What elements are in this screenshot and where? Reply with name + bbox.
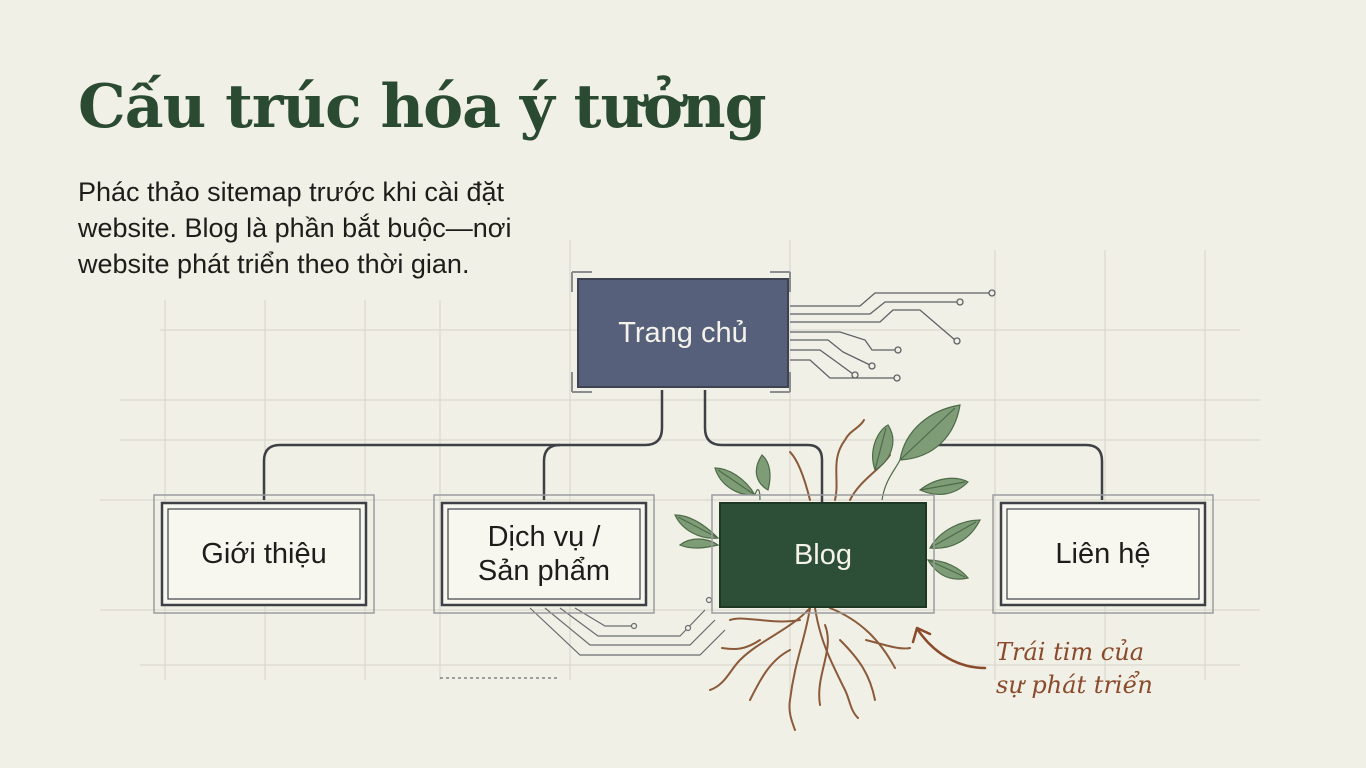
contact-node (992, 494, 1214, 614)
home-node-label: Trang chủ (618, 317, 748, 349)
annotation-arrowhead (911, 626, 932, 644)
services-node (433, 494, 655, 614)
annotation-arrow (916, 628, 987, 670)
services-label-line: Dịch vụ / (487, 521, 601, 553)
subtitle-line: Phác thảo sitemap trước khi cài đặt (78, 177, 504, 207)
about-node (153, 494, 375, 614)
background-grid (100, 240, 1260, 700)
slide-title: Cấu trúc hóa ý tưởng (78, 72, 767, 142)
subtitle-line: website. Blog là phần bắt buộc—nơi (78, 213, 512, 243)
blog-node-label: Blog (793, 539, 853, 571)
about-node-label: Giới thiệu (201, 538, 327, 570)
circuit-traces-services (440, 596, 726, 679)
connector-lines (262, 390, 1104, 503)
services-node-label: Dịch vụ / Sản phẩm (442, 503, 646, 605)
blog-node (711, 494, 935, 614)
annotation-line: Trái tim của (996, 638, 1145, 666)
home-node (571, 271, 791, 393)
leaves-illustration (674, 404, 981, 580)
subtitle-line: website phát triển theo thời gian. (78, 249, 470, 279)
slide-subtitle: Phác thảo sitemap trước khi cài đặt webs… (78, 174, 528, 282)
services-label-line: Sản phẩm (477, 555, 611, 587)
circuit-traces-home (790, 289, 996, 382)
contact-node-label: Liên hệ (1055, 538, 1151, 570)
blog-annotation: Trái tim của sự phát triển (996, 636, 1153, 702)
annotation-line: sự phát triển (996, 671, 1153, 699)
roots-illustration (709, 419, 911, 731)
